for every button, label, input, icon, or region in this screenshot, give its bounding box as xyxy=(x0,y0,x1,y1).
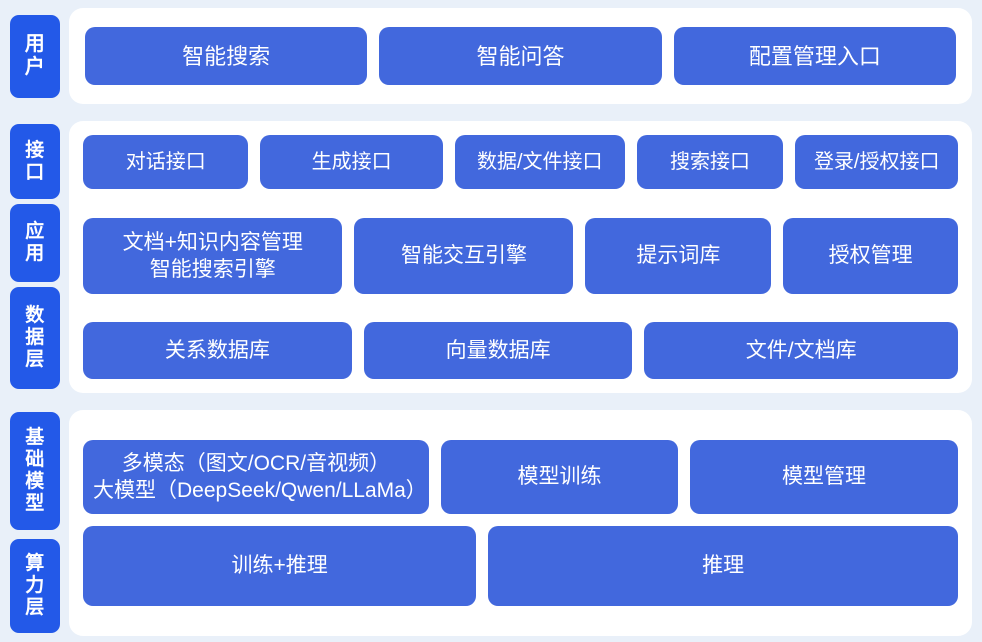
row-data: 关系数据库 向量数据库 文件/文档库 xyxy=(83,322,958,380)
layer-tab-compute-power-char-2: 力 xyxy=(25,574,45,596)
layer-tab-foundation-model-char-3: 模 xyxy=(25,471,45,493)
box-file-document-store[interactable]: 文件/文档库 xyxy=(644,322,958,380)
layer-tab-data-char-2: 据 xyxy=(25,327,45,349)
box-inference[interactable]: 推理 xyxy=(488,526,958,607)
box-prompt-library[interactable]: 提示词库 xyxy=(585,217,772,294)
box-smart-qa[interactable]: 智能问答 xyxy=(379,27,662,86)
box-data-file-api[interactable]: 数据/文件接口 xyxy=(454,135,625,190)
layer-tab-foundation-model-char-2: 础 xyxy=(25,449,45,471)
layer-tab-data-char-1: 数 xyxy=(25,305,45,327)
section-middle-panel: 对话接口 生成接口 数据/文件接口 搜索接口 登录/授权接口 文档+知识内容管理… xyxy=(69,121,972,394)
layer-tab-foundation-model[interactable]: 基 础 模 型 xyxy=(10,412,60,531)
box-search-api[interactable]: 搜索接口 xyxy=(636,135,784,190)
box-config-management-entry[interactable]: 配置管理入口 xyxy=(673,27,956,86)
box-document-knowledge-management[interactable]: 文档+知识内容管理 智能搜索引擎 xyxy=(83,217,343,294)
layer-tab-data[interactable]: 数 据 层 xyxy=(10,287,60,390)
box-model-management[interactable]: 模型管理 xyxy=(690,440,958,515)
row-compute-power: 训练+推理 推理 xyxy=(83,526,958,607)
layer-tab-user-char-1: 用 xyxy=(24,33,46,56)
layer-tab-user-char-2: 户 xyxy=(24,56,46,79)
layer-tab-interface-char-2: 口 xyxy=(25,161,45,183)
box-model-training[interactable]: 模型训练 xyxy=(440,440,679,515)
box-authorization-management[interactable]: 授权管理 xyxy=(783,217,958,294)
section-foundation: 基 础 模 型 算 力 层 多模态（图文/OCR/音视频） 大模型（DeepSe… xyxy=(10,410,972,636)
layer-tab-interface-char-1: 接 xyxy=(25,139,45,161)
section-foundation-panel: 多模态（图文/OCR/音视频） 大模型（DeepSeek/Qwen/LLaMa）… xyxy=(69,410,972,636)
layer-tab-application-char-2: 用 xyxy=(25,243,45,265)
box-dialog-api[interactable]: 对话接口 xyxy=(83,135,249,190)
box-relational-database[interactable]: 关系数据库 xyxy=(83,322,352,380)
layer-tab-compute-power[interactable]: 算 力 层 xyxy=(10,539,60,633)
layer-tab-compute-power-char-1: 算 xyxy=(25,552,45,574)
box-training-and-inference[interactable]: 训练+推理 xyxy=(83,526,477,607)
box-smart-interaction-engine[interactable]: 智能交互引擎 xyxy=(354,217,574,294)
layer-tab-data-char-3: 层 xyxy=(25,349,45,371)
section-user-tabs: 用 户 xyxy=(10,8,60,104)
box-smart-search[interactable]: 智能搜索 xyxy=(85,27,368,86)
layer-tab-application[interactable]: 应 用 xyxy=(10,204,60,283)
layer-tab-user[interactable]: 用 户 xyxy=(10,14,60,98)
layer-tab-compute-power-char-3: 层 xyxy=(25,597,45,619)
box-vector-database[interactable]: 向量数据库 xyxy=(363,322,633,380)
layer-tab-foundation-model-char-4: 型 xyxy=(25,493,45,515)
section-middle-tabs: 接 口 应 用 数 据 层 xyxy=(10,121,60,393)
box-login-auth-api[interactable]: 登录/授权接口 xyxy=(795,135,958,190)
layer-tab-application-char-1: 应 xyxy=(25,221,45,243)
section-user-panel: 智能搜索 智能问答 配置管理入口 xyxy=(69,8,972,105)
row-model: 多模态（图文/OCR/音视频） 大模型（DeepSeek/Qwen/LLaMa）… xyxy=(83,440,958,515)
box-generation-api[interactable]: 生成接口 xyxy=(260,135,443,190)
layer-tab-foundation-model-char-1: 基 xyxy=(25,427,45,449)
row-application: 文档+知识内容管理 智能搜索引擎 智能交互引擎 提示词库 授权管理 xyxy=(83,217,958,294)
box-multimodal-large-model[interactable]: 多模态（图文/OCR/音视频） 大模型（DeepSeek/Qwen/LLaMa） xyxy=(83,440,429,515)
row-interface: 对话接口 生成接口 数据/文件接口 搜索接口 登录/授权接口 xyxy=(83,135,958,190)
layer-tab-interface[interactable]: 接 口 xyxy=(10,124,60,200)
row-user-entries: 智能搜索 智能问答 配置管理入口 xyxy=(85,27,956,86)
section-middle: 接 口 应 用 数 据 层 对话接口 生成接口 数据/文件接口 搜索接口 登录/… xyxy=(10,121,972,394)
section-user: 用 户 智能搜索 智能问答 配置管理入口 xyxy=(10,8,972,105)
section-foundation-tabs: 基 础 模 型 算 力 层 xyxy=(10,410,60,636)
